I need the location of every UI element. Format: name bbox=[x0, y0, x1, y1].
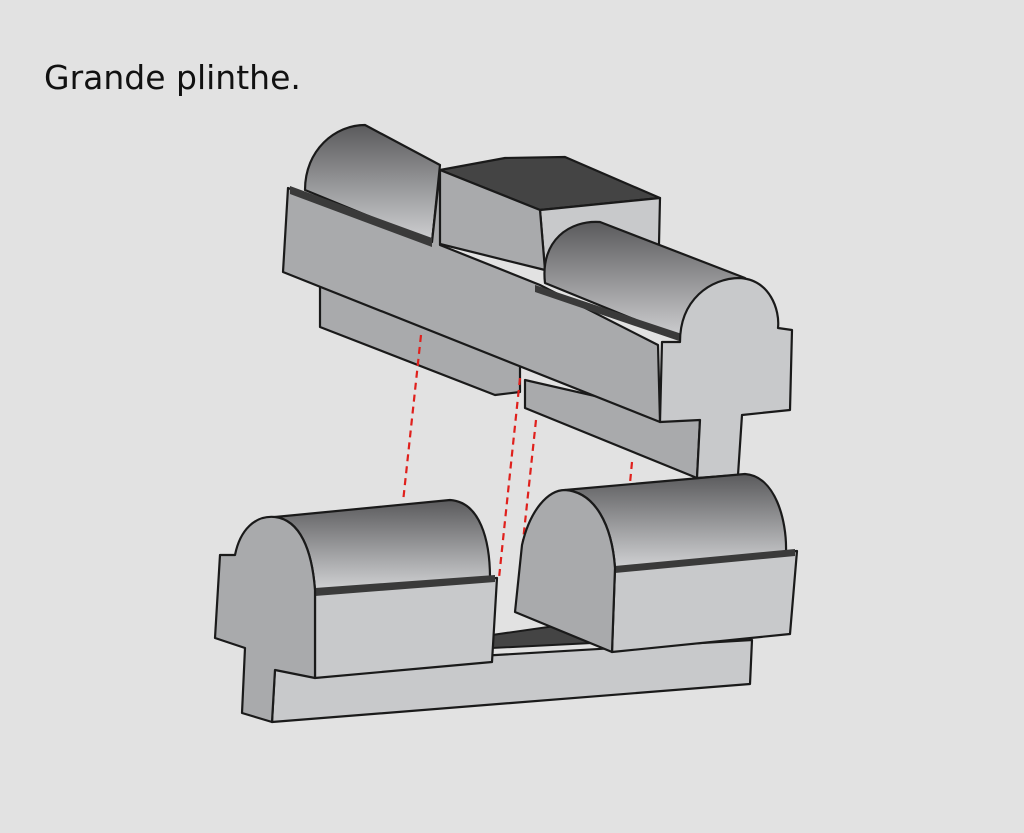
right-groove bbox=[535, 285, 685, 343]
lower-plinth-block bbox=[213, 472, 799, 724]
upper-front-face bbox=[281, 168, 662, 424]
guide-line bbox=[497, 377, 522, 579]
left-lower-groove bbox=[315, 575, 495, 596]
left-cylinder-top bbox=[303, 123, 442, 244]
guide-line bbox=[401, 334, 423, 503]
left-groove bbox=[290, 186, 432, 247]
diagram-title: Grande plinthe. bbox=[44, 58, 301, 97]
upper-end-profile bbox=[658, 276, 794, 480]
right-lower-profile bbox=[513, 488, 617, 654]
left-lower-profile bbox=[213, 515, 317, 724]
upper-plinth-block bbox=[281, 123, 794, 480]
right-lower-groove bbox=[615, 549, 795, 573]
